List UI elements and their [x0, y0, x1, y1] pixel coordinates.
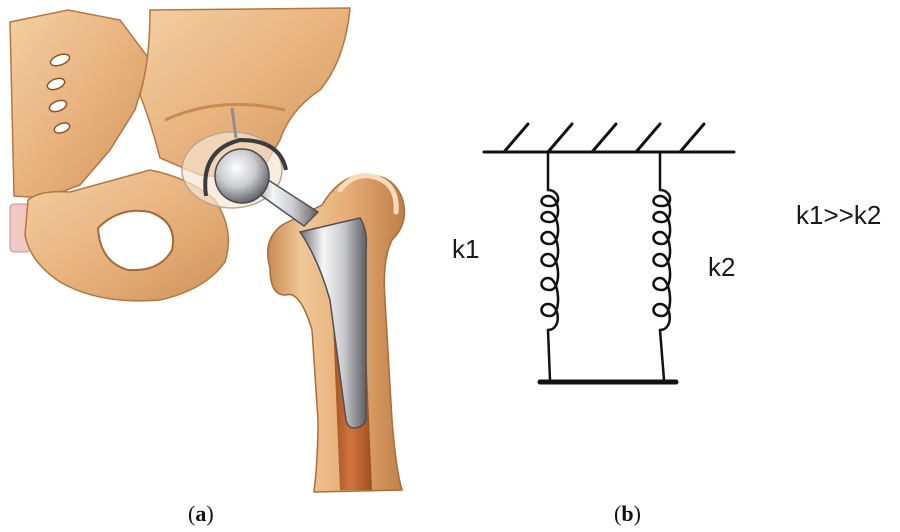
stiffness-relation-label: k1>>k2: [796, 202, 881, 228]
panel-b-caption-letter: b: [621, 501, 633, 526]
sacrum-bone: [10, 10, 150, 198]
panel-a-caption-close: ): [206, 501, 213, 526]
spring-model: [484, 124, 734, 382]
spring-k1-label: k1: [452, 236, 479, 262]
femoral-head-ball: [215, 149, 269, 203]
hip-illustration: [10, 8, 404, 492]
spring-k2-label: k2: [708, 254, 735, 280]
support-hatching: [504, 124, 704, 152]
panel-b-caption-close: ): [634, 501, 641, 526]
panel-b-caption: (b): [614, 503, 641, 525]
panel-a-caption: (a): [188, 503, 214, 525]
panel-a-caption-letter: a: [195, 501, 206, 526]
spring-k2: [654, 152, 671, 380]
spring-k1: [542, 152, 559, 380]
